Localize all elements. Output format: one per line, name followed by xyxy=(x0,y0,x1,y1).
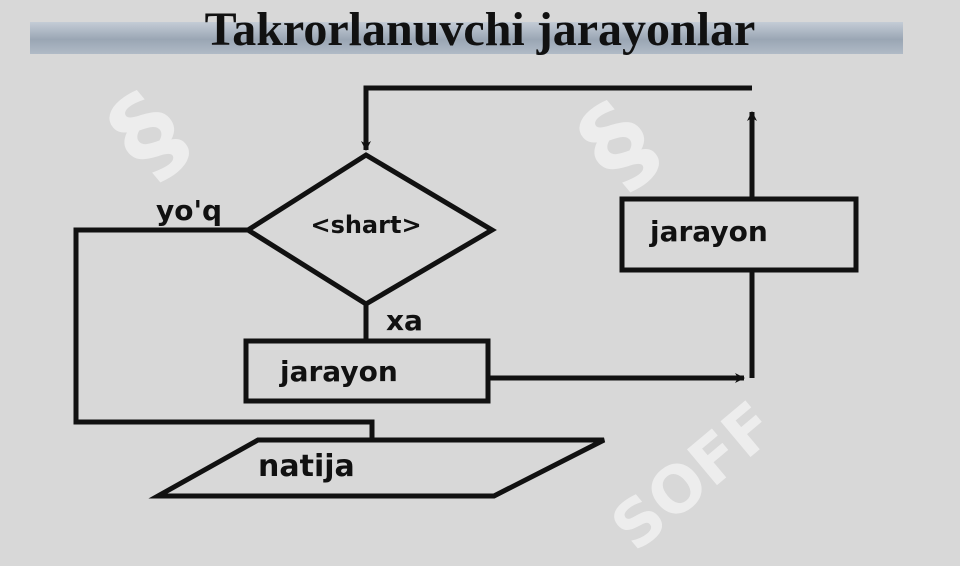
process-label-bottom: jarayon xyxy=(279,355,398,388)
output-parallelogram xyxy=(148,437,606,499)
process-box-bottom xyxy=(243,338,491,404)
yes-label: xa xyxy=(386,304,423,337)
process-label-right: jarayon xyxy=(649,215,768,248)
title-band xyxy=(30,22,903,54)
no-label: yo'q xyxy=(156,194,222,227)
no-connector xyxy=(73,227,375,440)
output-label: natija xyxy=(258,449,355,484)
loop-return-connector xyxy=(361,85,752,151)
process-box-right xyxy=(619,196,859,273)
page-title: Takrorlanuvchi jarayonlar xyxy=(204,3,756,56)
condition-label: <shart> xyxy=(310,211,421,239)
flowchart-diagram: <shart> yo'q xa jarayon jarayon natija xyxy=(73,85,859,499)
